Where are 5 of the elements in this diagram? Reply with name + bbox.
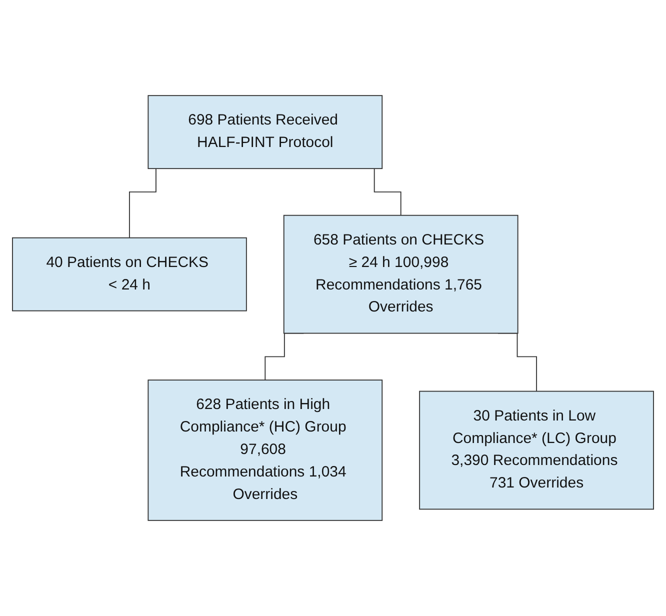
node-box: 698 Patients Received HALF-PINT Protocol [148, 95, 383, 170]
node-box: 40 Patients on CHECKS < 24 h [12, 237, 247, 312]
node-box: 628 Patients in High Compliance* (HC) Group 97,608 Recommendations 1,034 Overrides [148, 380, 383, 521]
node-box: 658 Patients on CHECKS ≥ 24 h 100,998 Recommendations 1,765 Overrides [283, 214, 518, 334]
node-box: 30 Patients in Low Compliance* (LC) Group 3,390 Recommendations 731 Overrides [419, 390, 654, 510]
